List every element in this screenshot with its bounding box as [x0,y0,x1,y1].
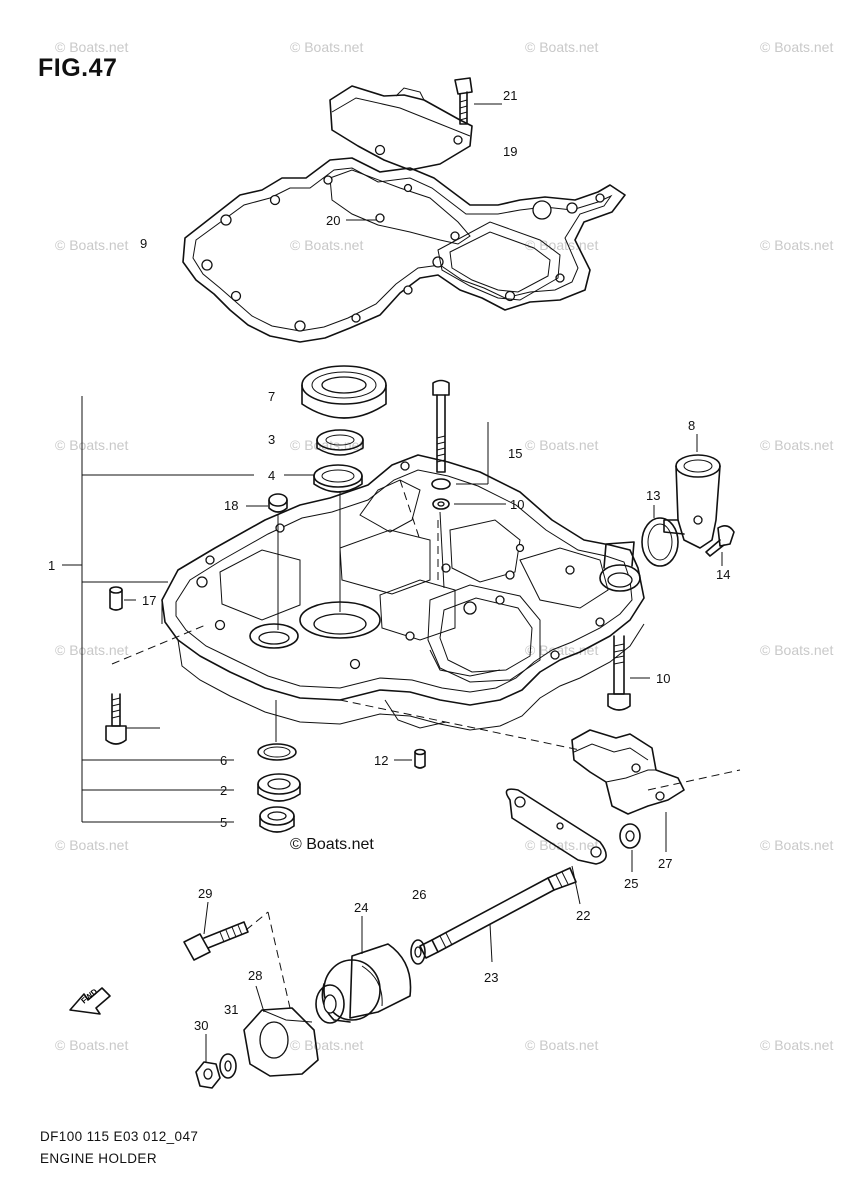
callout-1: 1 [48,558,55,573]
bearing-part-2 [257,773,301,802]
callout-6: 6 [220,753,227,768]
callout-17: 17 [142,593,156,608]
watermark: © Boats.net [760,437,833,453]
watermark: © Boats.net [760,1037,833,1053]
callout-19: 19 [503,144,517,159]
callout-21: 21 [503,88,517,103]
watermark: © Boats.net [525,1037,598,1053]
watermark: © Boats.net [525,837,598,853]
center-watermark: © Boats.net [290,836,374,853]
holder-part-28 [243,1007,319,1077]
section-name: ENGINE HOLDER [40,1151,157,1166]
seal-part-4 [313,464,363,493]
callout-5: 5 [220,815,227,830]
callout-9: 9 [140,236,147,251]
callout-2: 2 [220,783,227,798]
watermark: © Boats.net [290,39,363,55]
bolt-part-21 [454,77,473,125]
watermark: © Boats.net [55,437,128,453]
callout-31: 31 [224,1002,238,1017]
watermark: © Boats.net [55,39,128,55]
callout-30: 30 [194,1018,208,1033]
callout-labels: 21 19 20 9 7 3 4 15 10 8 13 14 18 1 17 1… [48,88,730,1033]
callout-25: 25 [624,876,638,891]
bearing-part-5 [259,806,295,833]
engine-holder-part-1 [161,454,645,731]
dowel-part-12 [414,748,426,769]
callout-26: 26 [412,887,426,902]
callout-22: 22 [576,908,590,923]
bolt-part-15 [431,379,451,510]
callout-15: 15 [508,446,522,461]
callout-23: 23 [484,970,498,985]
watermark: © Boats.net [525,642,598,658]
bolt-unlabeled [105,693,127,745]
callout-14: 14 [716,567,730,582]
leader-lines [62,103,741,1062]
bolt-part-29 [183,921,249,961]
watermark: © Boats.net [760,837,833,853]
cover-part-19 [329,85,473,171]
washer-part-25 [619,823,641,849]
bolt-part-10 [607,635,631,711]
callout-12: 12 [374,753,388,768]
watermark: © Boats.net [760,237,833,253]
callout-8: 8 [688,418,695,433]
watermark: © Boats.net [290,237,363,253]
callout-7: 7 [268,389,275,404]
watermark: © Boats.net [290,437,363,453]
watermark: © Boats.net [55,1037,128,1053]
watermark: © Boats.net [760,642,833,658]
watermark: © Boats.net [525,437,598,453]
watermark: © Boats.net [55,642,128,658]
callout-28: 28 [248,968,262,983]
callout-10-upper: 10 [510,497,524,512]
washer-part-26 [410,939,426,965]
callout-27: 27 [658,856,672,871]
watermark: © Boats.net [525,39,598,55]
callout-4: 4 [268,468,275,483]
watermark: © Boats.net [760,39,833,55]
watermark-layer: © Boats.net © Boats.net © Boats.net © Bo… [55,39,833,1053]
nut-part-30 [195,1061,221,1089]
callout-13: 13 [646,488,660,503]
dowel-part-17 [109,586,123,611]
shaft-part-23 [419,867,577,959]
watermark: © Boats.net [525,237,598,253]
washer-part-31 [219,1053,237,1079]
model-code: DF100 115 E03 012_047 [40,1129,199,1144]
figure-title: FIG.47 [38,54,118,82]
callout-20: 20 [326,213,340,228]
oring-part-13 [641,517,679,567]
mount-part-24 [315,943,412,1024]
watermark: © Boats.net [55,837,128,853]
fwd-arrow-icon: FWD [69,987,111,1015]
callout-29: 29 [198,886,212,901]
bolt-part-14 [705,524,735,557]
bracket-part-27 [571,729,685,815]
seal-part-3 [316,429,364,456]
gasket-part-9 [182,157,626,343]
fwd-label: FWD [80,987,100,1006]
callout-3: 3 [268,432,275,447]
callout-24: 24 [354,900,368,915]
plate-part-22 [505,788,607,865]
plug-part-18 [268,493,288,513]
bearing-part-7 [301,365,387,419]
fitting-part-8 [663,454,721,549]
ring-part-6 [257,743,297,761]
callout-10-lower: 10 [656,671,670,686]
watermark: © Boats.net [55,237,128,253]
watermark: © Boats.net [290,1037,363,1053]
callout-18: 18 [224,498,238,513]
